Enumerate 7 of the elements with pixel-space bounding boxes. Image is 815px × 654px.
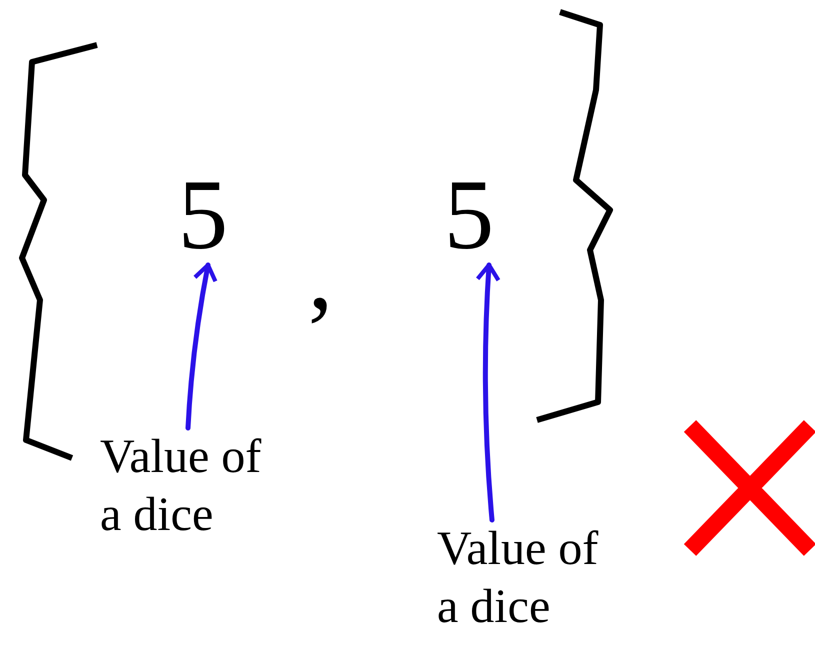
number-value: 5	[178, 165, 228, 265]
arrow	[186, 262, 218, 430]
number-value: 5	[444, 165, 494, 265]
annotation-text: Value of a dice	[437, 521, 600, 635]
arrow	[476, 262, 501, 522]
annotation-text: Value of a dice	[100, 429, 262, 543]
comma-separator: ,	[308, 225, 333, 325]
